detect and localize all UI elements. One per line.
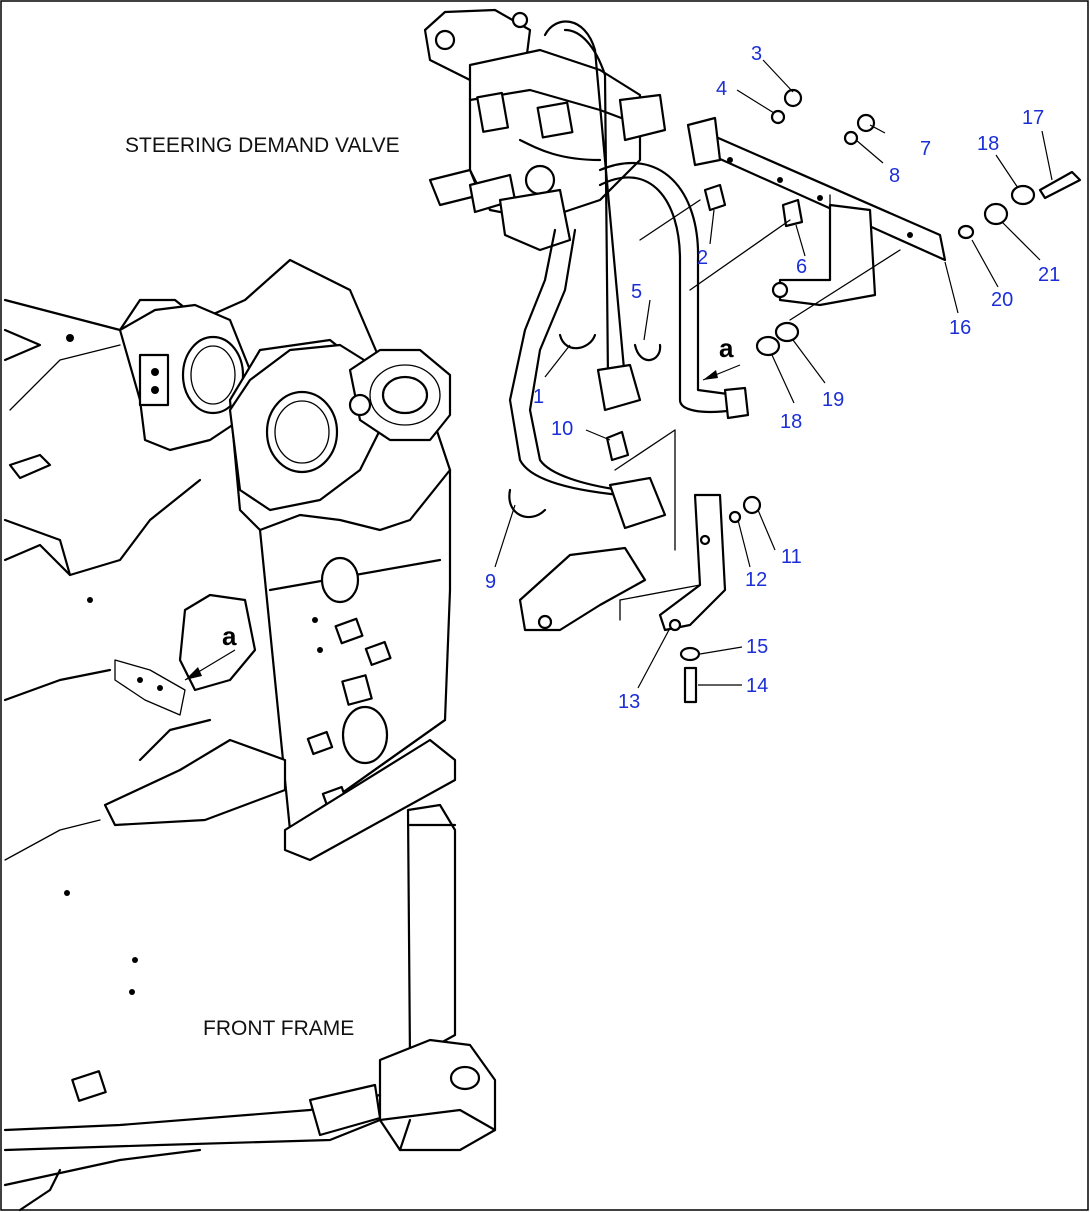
- callout-12: 12: [745, 569, 767, 591]
- clamp-parts: [508, 183, 804, 519]
- callout-1: 1: [533, 386, 544, 408]
- callout-21: 21: [1038, 264, 1060, 286]
- callout-2: 2: [697, 247, 708, 269]
- callout-10: 10: [551, 418, 573, 440]
- front-frame-label: FRONT FRAME: [203, 1017, 354, 1040]
- callout-19: 19: [822, 389, 844, 411]
- callout-15: 15: [746, 636, 768, 658]
- hose-lines: [508, 20, 750, 530]
- steering-demand-valve-label: STEERING DEMAND VALVE: [125, 134, 400, 157]
- callout-11: 11: [781, 546, 802, 568]
- callout-8: 8: [889, 165, 900, 187]
- callout-16: 16: [949, 317, 971, 339]
- hardware: [679, 88, 1082, 704]
- callout-7: 7: [920, 138, 931, 160]
- callout-numbers: 3 4 7 8 2 6 5 1 10 9 11 12 13 14 15 16 1…: [485, 43, 1060, 713]
- callout-6: 6: [796, 256, 807, 278]
- callout-20: 20: [991, 289, 1013, 311]
- callout-5: 5: [631, 281, 642, 303]
- front-frame-drawing: [3, 258, 497, 1212]
- callout-14: 14: [746, 675, 768, 697]
- steering-demand-valve-drawing: [423, 8, 667, 252]
- leader-lines: [184, 59, 1053, 689]
- callout-17: 17: [1022, 107, 1044, 129]
- callout-13: 13: [618, 691, 640, 713]
- view-marker-upper: a: [719, 333, 734, 363]
- mounting-bracket-lower: [518, 493, 727, 632]
- callout-18-upper: 18: [977, 133, 999, 155]
- callout-9: 9: [485, 571, 496, 593]
- mounting-bracket-upper: [686, 116, 947, 307]
- callout-4: 4: [716, 78, 727, 100]
- callout-3: 3: [751, 43, 762, 65]
- callout-18-lower: 18: [780, 411, 802, 433]
- view-marker-lower: a: [222, 621, 237, 651]
